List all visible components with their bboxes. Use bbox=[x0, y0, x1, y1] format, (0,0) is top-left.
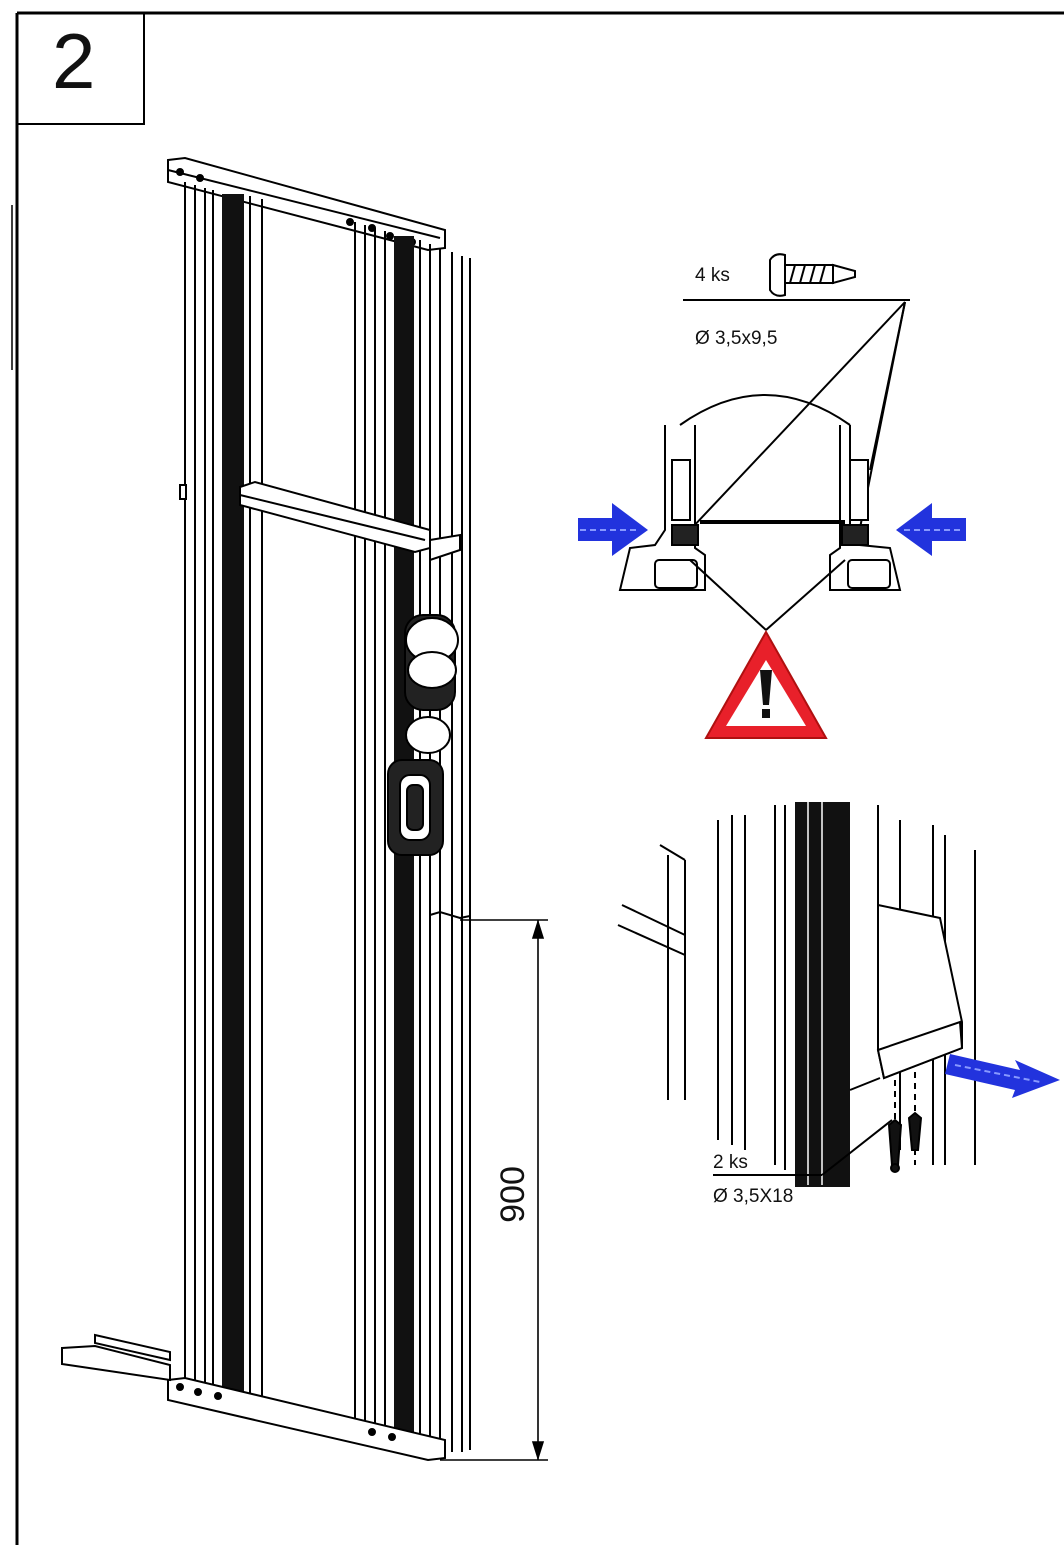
top-screw-quantity: 4 ks bbox=[695, 265, 730, 286]
top-screw-spec: Ø 3,5x9,5 bbox=[695, 328, 778, 349]
warning-triangle-icon bbox=[704, 629, 828, 739]
step-number-box bbox=[17, 13, 145, 125]
push-arrow-right-icon bbox=[896, 503, 966, 556]
shelf-detail bbox=[617, 802, 976, 1187]
step-number: 2 bbox=[52, 17, 96, 105]
bottom-screw-quantity: 2 ks bbox=[713, 1152, 748, 1173]
dimension-value: 900 bbox=[493, 1166, 532, 1223]
bottom-screw-spec: Ø 3,5X18 bbox=[713, 1186, 794, 1207]
dimension-line bbox=[440, 919, 548, 1461]
self-drilling-screw-icon bbox=[769, 253, 856, 297]
cross-section-detail bbox=[618, 299, 910, 631]
page-frame bbox=[11, 11, 1064, 1545]
push-arrow-left-icon bbox=[578, 503, 648, 556]
drill-icon bbox=[387, 614, 459, 856]
push-arrow-shelf-icon bbox=[945, 1054, 1060, 1098]
